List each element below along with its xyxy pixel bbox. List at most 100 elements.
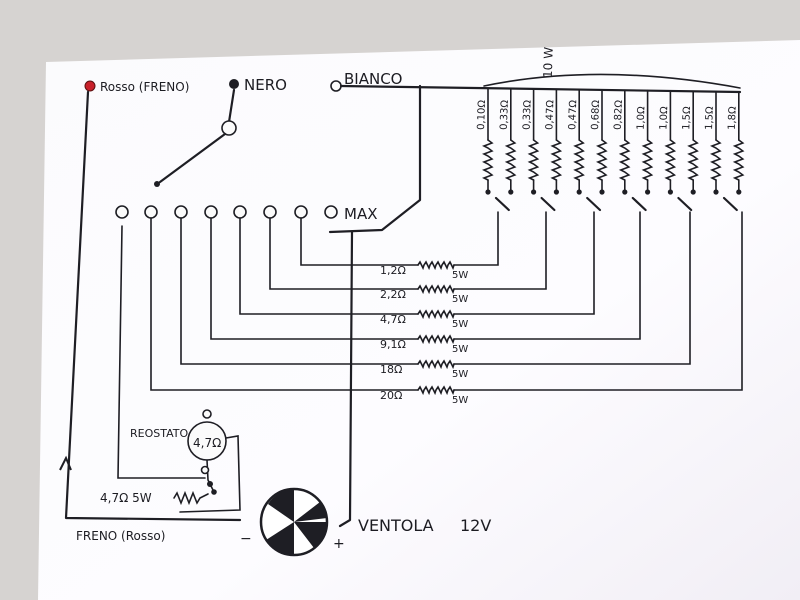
- freno-arrow: [59, 455, 72, 471]
- fixed-resistor-label: 4,7Ω 5W: [100, 491, 152, 505]
- fan-blade-3: [266, 522, 294, 556]
- red-terminal: [84, 80, 96, 92]
- selector-terminal: [263, 205, 277, 219]
- top-resistor-zigzag: [504, 139, 517, 181]
- ladder-resistor-value: 2,2Ω: [380, 288, 406, 301]
- top-resistor-zigzag: [573, 139, 585, 181]
- ladder-wire-left: [150, 217, 419, 391]
- ladder-resistor-value: 20Ω: [380, 389, 402, 402]
- ladder-resistor-value: 1,2Ω: [380, 264, 406, 277]
- ladder-resistor-power: 5W: [452, 294, 468, 305]
- selector-terminal-row: [115, 205, 338, 219]
- top-resistor-zigzag: [687, 139, 699, 181]
- ladder-wire-left: [239, 217, 419, 315]
- top-bank-switch-blade: [540, 196, 556, 212]
- top-resistor-zigzag: [618, 139, 631, 181]
- ladder-wire-left: [210, 217, 419, 340]
- top-resistor-zigzag: [710, 139, 722, 181]
- ladder-wire-left: [180, 217, 419, 365]
- top-resistor-value: 1,0Ω: [658, 106, 670, 130]
- ladder-wire-right: [453, 211, 595, 315]
- top-resistor-contact: [622, 189, 628, 195]
- top-resistor-contact: [736, 189, 742, 195]
- bracket-curve: [483, 73, 741, 89]
- nero-wire: [227, 88, 236, 124]
- top-resistor-contact: [576, 189, 582, 195]
- ladder-wire-right: [453, 211, 499, 266]
- top-resistor-zigzag: [732, 139, 745, 181]
- rheostat-label: REOSTATO: [130, 427, 188, 440]
- ladder-wire-right: [453, 211, 547, 290]
- rosso-freno-label: Rosso (FRENO): [100, 80, 189, 94]
- top-resistor-zigzag: [596, 139, 608, 181]
- top-resistor-contact: [531, 189, 537, 195]
- top-resistor-zigzag: [550, 139, 563, 181]
- fixed-resistor-zigzag: [173, 490, 209, 506]
- top-resistor-contact: [485, 189, 491, 195]
- ladder-wire-right: [453, 211, 743, 391]
- rheostat-terminal: [200, 465, 210, 475]
- fan-blade-4: [294, 502, 327, 522]
- ladder-resistor-power: 5W: [452, 270, 468, 281]
- ladder-resistor-value: 18Ω: [380, 363, 402, 376]
- selector-terminal: [324, 205, 338, 219]
- top-resistor-value: 0,33Ω: [522, 99, 534, 130]
- ladder-resistor-power: 5W: [452, 319, 468, 330]
- top-resistor-value: 0,68Ω: [590, 99, 602, 130]
- ladder-resistor-zigzag: [417, 334, 455, 345]
- max-wire: [328, 84, 422, 234]
- ladder-resistor-power: 5W: [452, 344, 468, 355]
- top-resistor-value: 0,10Ω: [476, 99, 488, 130]
- top-resistor-contact: [645, 189, 651, 195]
- switch-lever-tip: [154, 181, 160, 187]
- ladder-resistor-power: 5W: [452, 369, 468, 380]
- top-count-label: 10 W: [541, 47, 556, 79]
- rheostat-value: 4,7Ω: [193, 436, 221, 450]
- rheostat-knob: [202, 409, 212, 419]
- top-resistor-zigzag: [641, 139, 654, 181]
- bianco-bus: [339, 84, 742, 94]
- top-resistor-contact: [713, 189, 719, 195]
- ladder-resistor-zigzag: [417, 309, 455, 320]
- top-bank-switch-blade: [722, 196, 738, 212]
- top-resistor-zigzag: [664, 139, 677, 181]
- selector-terminal: [174, 205, 188, 219]
- switch-pivot-terminal: [221, 120, 237, 136]
- fan-blade-1: [268, 489, 294, 522]
- top-resistor-value: 0,33Ω: [499, 99, 511, 130]
- fan-plus: +: [333, 536, 345, 552]
- top-resistor-contact: [508, 189, 514, 195]
- top-resistor-value: 0,47Ω: [544, 99, 556, 130]
- selector-terminal: [115, 205, 129, 219]
- top-bank-switch-blade: [631, 196, 647, 212]
- fixed-resistor-dot: [211, 489, 217, 495]
- ladder-wire-right: [453, 211, 691, 365]
- fan-symbol: [259, 487, 329, 557]
- switch-lever: [158, 132, 227, 184]
- top-resistor-zigzag: [527, 139, 540, 181]
- selector-terminal: [233, 205, 247, 219]
- top-resistor-contact: [667, 189, 674, 195]
- black-terminal: [229, 79, 239, 89]
- paper-sheet: [38, 40, 800, 600]
- ladder-resistor-zigzag: [417, 260, 455, 271]
- top-bank-switch-blade: [677, 196, 693, 212]
- top-resistor-value: 1,0Ω: [636, 106, 648, 130]
- top-resistor-contact: [553, 189, 560, 195]
- max-label: MAX: [344, 205, 377, 223]
- top-resistor-value: 1,5Ω: [704, 106, 716, 130]
- ventola-label: VENTOLA: [358, 516, 434, 535]
- ladder-resistor-power: 5W: [452, 395, 468, 406]
- nero-label: NERO: [244, 76, 287, 94]
- top-resistor-value: 1,8Ω: [727, 106, 739, 130]
- ladder-resistor-zigzag: [417, 359, 455, 370]
- selector-terminal: [294, 205, 308, 219]
- ladder-resistor-value: 9,1Ω: [380, 338, 406, 351]
- freno-wire: [64, 90, 242, 522]
- selector-terminal: [144, 205, 158, 219]
- ladder-wire-left: [269, 217, 419, 290]
